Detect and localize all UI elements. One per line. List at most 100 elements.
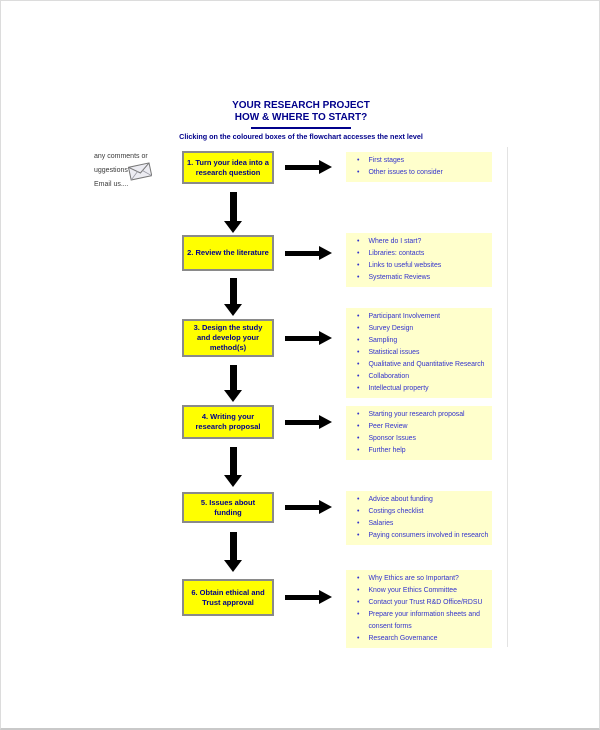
- list-item: • Further help: [346, 445, 492, 457]
- list-item-link[interactable]: Advice about funding: [368, 496, 433, 503]
- bullet-icon: •: [357, 520, 360, 527]
- arrow-down-1-icon: [224, 192, 242, 233]
- bullet-icon: •: [357, 423, 360, 430]
- bullet-list-3: •Participant Involvement •Survey Design …: [346, 308, 492, 398]
- page-title-line1: YOUR RESEARCH PROJECT: [232, 100, 370, 111]
- bullet-list-4: • Starting your research proposal • Peer R…: [346, 406, 492, 460]
- list-item-link[interactable]: Systematic Reviews: [368, 274, 431, 281]
- list-item: • Survey Design: [346, 323, 492, 335]
- flow-box-2-label: 2. Review the literature: [187, 248, 269, 257]
- list-item-link[interactable]: Libraries: contacts: [368, 250, 425, 257]
- flow-box-6[interactable]: 6. Obtain ethical and Trust approval: [182, 579, 274, 616]
- arrow-down-3-icon: [224, 365, 242, 402]
- flow-box-3[interactable]: 3. Design the study and develop your met…: [182, 319, 274, 357]
- list-item: • Costings checklist: [346, 506, 492, 518]
- bullet-icon: •: [357, 575, 360, 582]
- list-item-link[interactable]: Research Governance: [368, 635, 438, 642]
- list-item: • Starting your research proposal: [346, 409, 492, 421]
- bullet-icon: •: [357, 385, 360, 392]
- flow-box-5-label: 5. Issues about funding: [200, 497, 256, 517]
- list-item: •Other issues to consider: [346, 167, 492, 179]
- arrow-right-3-icon: [285, 331, 333, 345]
- list-item: • Paying consumers involved in research: [346, 530, 492, 542]
- list-item: • Sampling: [346, 335, 492, 347]
- bullet-icon: •: [357, 411, 360, 418]
- list-item: •Contact your Trust R&D Office/RDSU: [346, 597, 492, 609]
- list-item-link[interactable]: Links to useful websites: [368, 262, 442, 269]
- list-item: • Links to useful websites: [346, 260, 492, 272]
- list-item-link[interactable]: Qualitative and Quantitative Research: [368, 361, 485, 368]
- list-item: • Peer Review: [346, 421, 492, 433]
- email-us-link[interactable]: Email us....: [94, 181, 129, 188]
- list-item-link[interactable]: Prepare your information sheets and cons…: [368, 611, 480, 630]
- list-item-link[interactable]: Why Ethics are so Important?: [368, 575, 459, 582]
- page-subtitle: Clicking on the coloured boxes of the fl…: [179, 132, 423, 141]
- list-item: • Research Governance: [346, 633, 492, 645]
- arrow-down-4-icon: [224, 447, 242, 487]
- list-item: •Participant Involvement: [346, 311, 492, 323]
- bullet-icon: •: [357, 435, 360, 442]
- bullet-icon: •: [357, 447, 360, 454]
- list-item: • First stages: [346, 155, 492, 167]
- list-item-link[interactable]: Contact your Trust R&D Office/RDSU: [368, 599, 483, 606]
- bullet-icon: •: [357, 635, 360, 642]
- bullet-icon: •: [357, 325, 360, 332]
- list-item: • Salaries: [346, 518, 492, 530]
- list-item-link[interactable]: Salaries: [368, 520, 394, 527]
- bullet-list-1: • First stages •Other issues to consider: [346, 152, 492, 182]
- flow-box-1[interactable]: 1. Turn your idea into a research questi…: [182, 151, 274, 184]
- envelope-icon[interactable]: [127, 161, 153, 187]
- bullet-icon: •: [357, 349, 360, 356]
- arrow-right-5-icon: [285, 500, 333, 514]
- bullet-icon: •: [357, 262, 360, 269]
- bullet-icon: •: [357, 274, 360, 281]
- flow-box-4[interactable]: 4. Writing your research proposal: [182, 405, 274, 439]
- flow-box-1-label: 1. Turn your idea into a research questi…: [187, 157, 269, 177]
- comments-note-line1: any comments or: [94, 153, 148, 160]
- bullet-icon: •: [357, 373, 360, 380]
- bullet-icon: •: [357, 508, 360, 515]
- list-item-link[interactable]: Sponsor Issues: [368, 435, 416, 442]
- bullet-icon: •: [357, 587, 360, 594]
- list-item-link[interactable]: Peer Review: [368, 423, 408, 430]
- list-item: •Where do I start?: [346, 236, 492, 248]
- list-item-link[interactable]: Where do I start?: [368, 238, 422, 245]
- arrow-right-4-icon: [285, 415, 333, 429]
- list-item-link[interactable]: Know your Ethics Committee: [368, 587, 457, 594]
- list-item-link[interactable]: Starting your research proposal: [368, 411, 465, 418]
- flow-box-5[interactable]: 5. Issues about funding: [182, 492, 274, 523]
- list-item: • Libraries: contacts: [346, 248, 492, 260]
- list-item-link[interactable]: Survey Design: [368, 325, 414, 332]
- bullet-icon: •: [357, 250, 360, 257]
- list-item: • Why Ethics are so Important?: [346, 573, 492, 585]
- bullet-list-2: •Where do I start? •Libraries: contacts …: [346, 233, 492, 287]
- list-item-link[interactable]: Statistical issues: [368, 349, 420, 356]
- list-item-link[interactable]: First stages: [368, 157, 405, 164]
- list-item-link[interactable]: Sampling: [368, 337, 398, 344]
- bullet-icon: •: [357, 337, 360, 344]
- list-item: • Intellectual property: [346, 383, 492, 395]
- list-item: • Systematic Reviews: [346, 272, 492, 284]
- bullet-list-5: •Advice about funding •Costings checklis…: [346, 491, 492, 545]
- list-item-link[interactable]: Intellectual property: [368, 385, 429, 392]
- arrow-right-2-icon: [285, 246, 333, 260]
- flow-box-2[interactable]: 2. Review the literature: [182, 235, 274, 271]
- arrow-down-2-icon: [224, 278, 242, 316]
- list-item-link[interactable]: Paying consumers involved in research: [368, 532, 489, 539]
- list-item: • Prepare your information sheets and con…: [346, 609, 492, 633]
- list-item-link[interactable]: Participant Involvement: [368, 313, 441, 320]
- list-item: • Qualitative and Quantitative Research: [346, 359, 492, 371]
- list-item: •Advice about funding: [346, 494, 492, 506]
- list-item-link[interactable]: Costings checklist: [368, 508, 424, 515]
- bullet-icon: •: [357, 157, 360, 164]
- bullet-icon: •: [357, 611, 360, 618]
- list-item-link[interactable]: Further help: [368, 447, 406, 454]
- flow-box-6-label: 6. Obtain ethical and Trust approval: [191, 587, 265, 607]
- bullet-icon: •: [357, 361, 360, 368]
- flow-box-4-label: 4. Writing your research proposal: [195, 412, 261, 431]
- comments-note: any comments or uggestions? Email us....: [94, 150, 164, 192]
- bullet-icon: •: [357, 532, 360, 539]
- list-item-link[interactable]: Other issues to consider: [368, 169, 443, 176]
- list-item-link[interactable]: Collaboration: [368, 373, 410, 380]
